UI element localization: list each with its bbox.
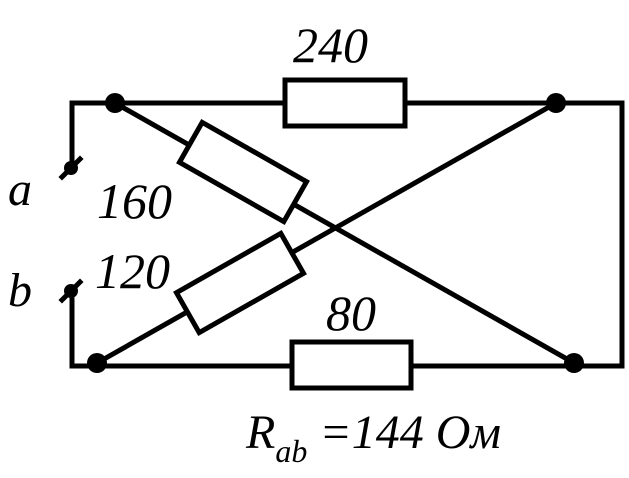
resistor-top	[282, 77, 408, 129]
result-equation: Rab =144 Ом	[245, 406, 501, 469]
node-bottom-right	[564, 353, 584, 373]
resistor-diagonal-a-value: 160	[97, 173, 172, 229]
resistor-bottom	[289, 339, 414, 391]
result-subscript: ab	[275, 433, 307, 469]
result-symbol: R	[245, 406, 275, 459]
resistor-diagonal-b	[173, 229, 307, 337]
node-bottom-left	[87, 353, 107, 373]
resistor-bottom-value: 80	[326, 285, 376, 341]
node-top-right	[546, 93, 566, 113]
terminal-a-dot	[64, 161, 78, 175]
resistor-top-value: 240	[293, 17, 368, 73]
resistor-diagonal-b-value: 120	[95, 243, 170, 299]
wires	[69, 99, 625, 369]
terminal-a-label: a	[8, 163, 32, 216]
result-value: =144 Ом	[307, 406, 501, 459]
node-top-left	[105, 93, 125, 113]
terminal-b-label: b	[8, 264, 32, 317]
terminal-b-dot	[64, 284, 78, 298]
wire-diagonal-b	[93, 99, 560, 367]
resistor-diagonal-a	[176, 118, 310, 226]
